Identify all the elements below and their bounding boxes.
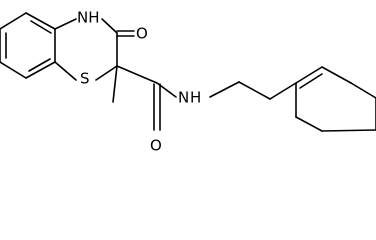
cyclohexene-bond bbox=[321, 129, 376, 132]
carboxamide-group bbox=[116, 65, 177, 131]
benzene-double-bond bbox=[30, 20, 52, 34]
linker-bond bbox=[209, 81, 240, 98]
ring-bond-c-s bbox=[95, 65, 118, 81]
benzene-bond bbox=[25, 61, 56, 79]
atom-label-h-amide: H bbox=[190, 89, 201, 107]
ring-carbonyl bbox=[116, 30, 135, 37]
ring-bond-c-nh bbox=[54, 18, 77, 30]
ethyl-linker bbox=[209, 81, 297, 100]
atom-label-nh-ring: NH bbox=[77, 9, 100, 27]
benzene-bond bbox=[0, 61, 27, 79]
atom-label-s: S bbox=[80, 70, 90, 88]
cyclohexene-bond bbox=[321, 66, 352, 84]
benzene-bond bbox=[25, 12, 56, 30]
cyclohexene-ring bbox=[295, 66, 376, 132]
linker-bond bbox=[238, 81, 271, 100]
benzene-ring bbox=[0, 12, 56, 79]
atom-label-n-amide: N bbox=[178, 89, 189, 107]
atom-label-o-ring: O bbox=[136, 25, 148, 43]
cyclohexene-bond bbox=[350, 82, 376, 99]
linker-bond bbox=[269, 82, 297, 100]
atom-label-o-amide: O bbox=[150, 137, 162, 155]
benzene-bond bbox=[0, 12, 27, 30]
cyclohexene-bond bbox=[295, 116, 323, 132]
chemical-structure-diagram: NH O S N H O bbox=[0, 9, 376, 155]
amide-c-bond bbox=[116, 65, 158, 84]
cyclohexene-bond bbox=[295, 66, 323, 84]
benzene-double-bond bbox=[28, 58, 51, 72]
cyclohexene-double-bond bbox=[299, 73, 323, 89]
ring-bond-s-c bbox=[54, 61, 77, 81]
thiazine-ring bbox=[54, 18, 118, 81]
ring-bond-nh-c bbox=[101, 18, 118, 34]
methyl-bond bbox=[112, 65, 118, 103]
